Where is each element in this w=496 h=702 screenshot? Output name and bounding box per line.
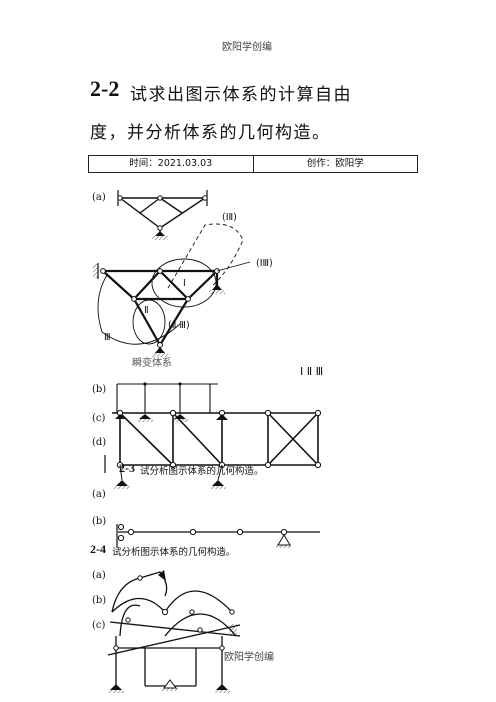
label-II: Ⅱ (144, 305, 149, 316)
label-c-1: (c) (92, 413, 106, 424)
label-II-III: (Ⅱ Ⅲ) (168, 320, 190, 331)
problem-23-text: 试分析图示体系的几何构造。 (140, 466, 264, 477)
label-a-3: (a) (92, 570, 106, 581)
label-a-2: (a) (92, 489, 106, 500)
title-line-2: 度，并分析体系的几何构造。 (90, 123, 331, 143)
label-III: Ⅲ (104, 332, 111, 343)
label-I-II-III: Ⅰ Ⅱ Ⅲ (300, 365, 324, 378)
label-I-III: (ⅠⅢ) (256, 258, 273, 269)
label-I: Ⅰ (183, 278, 186, 289)
problem-number: 2-2 (90, 76, 120, 101)
truss-a-top (117, 190, 208, 236)
page-header: 欧阳学创编 (222, 42, 272, 53)
meta-author: 创作：欧阳学 (252, 156, 418, 172)
arch-system-24 (107, 571, 241, 690)
label-b-1: (b) (92, 384, 107, 395)
frame-bcd (116, 383, 218, 413)
label-b-3: (b) (92, 595, 107, 606)
truss-main (102, 269, 219, 346)
meta-table: 时间：2021.03.03 创作：欧阳学 (88, 155, 418, 173)
problem-24-number: 2-4 (90, 542, 106, 556)
label-b-2: (b) (92, 516, 107, 527)
label-I-II: (ⅠⅡ) (222, 212, 237, 223)
page-footer: 欧阳学创编 (224, 652, 274, 663)
problem-23-number: 2-3 (119, 461, 135, 475)
label-c-3: (c) (92, 620, 106, 631)
label-a-1: (a) (92, 192, 106, 203)
problem-24-text: 试分析图示体系的几何构造。 (112, 547, 236, 558)
title-line-1: 试求出图示体系的计算自由 (130, 85, 352, 105)
label-d-1: (d) (92, 437, 107, 448)
instant-system-caption: 瞬变体系 (132, 358, 172, 369)
meta-time: 时间：2021.03.03 (129, 158, 213, 169)
